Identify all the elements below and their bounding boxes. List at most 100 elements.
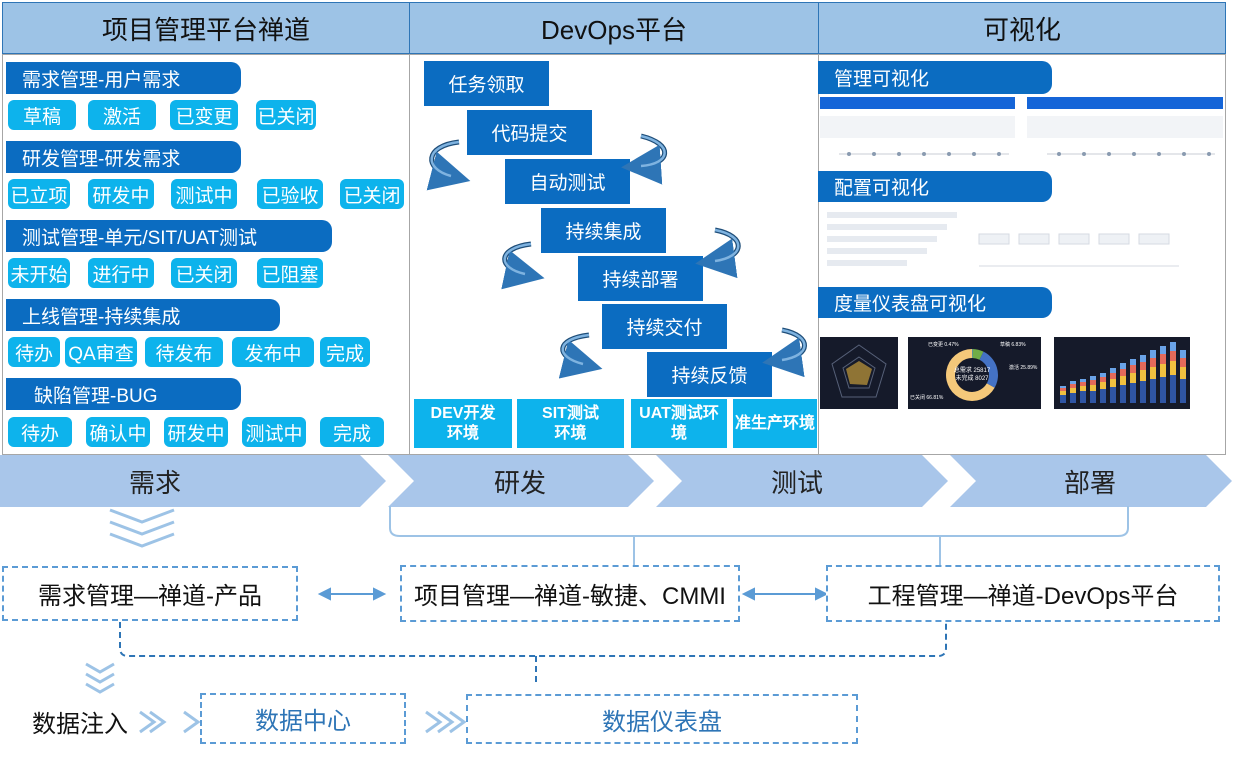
status-chip: 确认中 — [86, 417, 150, 447]
bar-segment — [1160, 364, 1166, 377]
bar-segment — [1110, 368, 1116, 373]
bar-segment — [1170, 361, 1176, 375]
bar-segment — [1090, 380, 1096, 385]
bar-segment — [1130, 383, 1136, 403]
bar-segment — [1080, 391, 1086, 403]
env-preprod: 准生产环境 — [733, 399, 817, 448]
bar-segment — [1060, 395, 1066, 403]
stage-development: 研发 — [493, 467, 546, 498]
donut-center-line1: 总需求 25817 — [954, 366, 991, 374]
bar-segment — [1180, 367, 1186, 379]
status-chip: 研发中 — [164, 417, 228, 447]
status-chip: 草稿 — [8, 100, 76, 130]
section-dev-requirements: 研发管理-研发需求 — [6, 141, 241, 173]
donut-slice — [946, 349, 995, 401]
step-task-claim: 任务领取 — [424, 61, 549, 106]
bar-segment — [1150, 350, 1156, 358]
donut-label: 已变更 0.47% — [928, 341, 959, 348]
header-visualization: 可视化 — [818, 2, 1226, 54]
bar-segment — [1060, 386, 1066, 388]
bar-segment — [1100, 382, 1106, 389]
env-sit: SIT测试环境 — [517, 399, 624, 448]
bar-segment — [1090, 391, 1096, 403]
status-chip: 已关闭 — [340, 179, 404, 209]
status-chip: 已验收 — [257, 179, 323, 209]
donut-chart: 总需求 25817 未完成 8027 已变更 0.47% 草稿 6.83% 激活… — [908, 337, 1041, 409]
step-continuous-deployment: 持续部署 — [578, 256, 703, 301]
bar-segment — [1120, 385, 1126, 403]
data-injection-label: 数据注入 — [32, 711, 128, 738]
section-user-requirements: 需求管理-用户需求 — [6, 62, 241, 94]
status-chip: 已立项 — [8, 179, 70, 209]
bar-segment — [1110, 387, 1116, 403]
bar-segment — [1120, 376, 1126, 385]
donut-label: 激活 25.89% — [1009, 364, 1038, 371]
radar-chart — [820, 337, 898, 409]
status-chip: 已关闭 — [171, 258, 237, 288]
bar-segment — [1130, 373, 1136, 383]
box-requirement-mgmt: 需求管理—禅道-产品 — [2, 566, 298, 621]
section-bug: 缺陷管理-BUG — [6, 378, 241, 410]
connectors — [85, 506, 1129, 734]
header-devops: DevOps平台 — [409, 2, 819, 54]
bar-segment — [1130, 359, 1136, 365]
bar-segment — [1180, 350, 1186, 358]
bar-segment — [1130, 365, 1136, 373]
bar-segment — [1090, 376, 1096, 380]
status-chip: 研发中 — [88, 179, 154, 209]
donut-slice — [972, 349, 984, 360]
status-chip: 测试中 — [242, 417, 306, 447]
bar-segment — [1070, 388, 1076, 393]
status-chip: QA审查 — [65, 337, 137, 367]
step-code-commit: 代码提交 — [467, 110, 592, 155]
header-project-mgmt: 项目管理平台禅道 — [2, 2, 410, 54]
bar-segment — [1110, 373, 1116, 379]
curved-arrow-icon — [426, 139, 471, 191]
bar-segment — [1080, 386, 1086, 391]
bar-segment — [1140, 362, 1146, 370]
bar-segment — [1120, 363, 1126, 369]
bar-segment — [1060, 391, 1066, 395]
status-chip: 未开始 — [8, 258, 70, 288]
status-chip: 已变更 — [170, 100, 238, 130]
status-chip: 待办 — [8, 417, 72, 447]
bar-segment — [1160, 354, 1166, 364]
bar-segment — [1090, 385, 1096, 391]
status-chip: 待发布 — [145, 337, 223, 367]
section-config-visualization: 配置可视化 — [818, 171, 1052, 202]
env-dev: DEV开发环境 — [414, 399, 512, 448]
donut-label: 已关闭 66.81% — [910, 394, 944, 401]
bar-segment — [1070, 384, 1076, 388]
box-project-mgmt: 项目管理—禅道-敏捷、CMMI — [400, 565, 740, 622]
step-auto-test: 自动测试 — [505, 159, 630, 204]
bar-segment — [1170, 375, 1176, 403]
curved-arrow-icon — [501, 241, 545, 290]
bar-segment — [1150, 358, 1156, 367]
env-uat: UAT测试环境 — [631, 399, 727, 448]
curved-arrow-icon — [558, 332, 603, 379]
bar-segment — [1110, 379, 1116, 387]
bar-segment — [1160, 346, 1166, 354]
status-chip: 激活 — [88, 100, 156, 130]
stage-requirements: 需求 — [128, 467, 181, 498]
status-chip: 完成 — [320, 417, 384, 447]
bar-segment — [1170, 351, 1176, 361]
section-mgmt-visualization: 管理可视化 — [818, 61, 1052, 94]
stage-deployment: 部署 — [1063, 467, 1116, 498]
status-chip: 完成 — [320, 337, 370, 367]
bar-segment — [1180, 379, 1186, 403]
bar-segment — [1100, 389, 1106, 403]
bar-segment — [1080, 379, 1086, 382]
config-screenshot — [827, 212, 1179, 267]
bar-segment — [1140, 370, 1146, 381]
bar-segment — [1140, 381, 1146, 403]
bar-segment — [1060, 388, 1066, 391]
bar-segment — [1100, 373, 1106, 377]
step-continuous-feedback: 持续反馈 — [647, 352, 772, 397]
donut-slice — [972, 349, 973, 359]
box-engineering-mgmt: 工程管理—禅道-DevOps平台 — [826, 565, 1220, 622]
bar-segment — [1070, 393, 1076, 403]
bar-segment — [1100, 377, 1106, 382]
donut-label: 草稿 6.83% — [1000, 341, 1026, 348]
bar-segment — [1160, 377, 1166, 403]
